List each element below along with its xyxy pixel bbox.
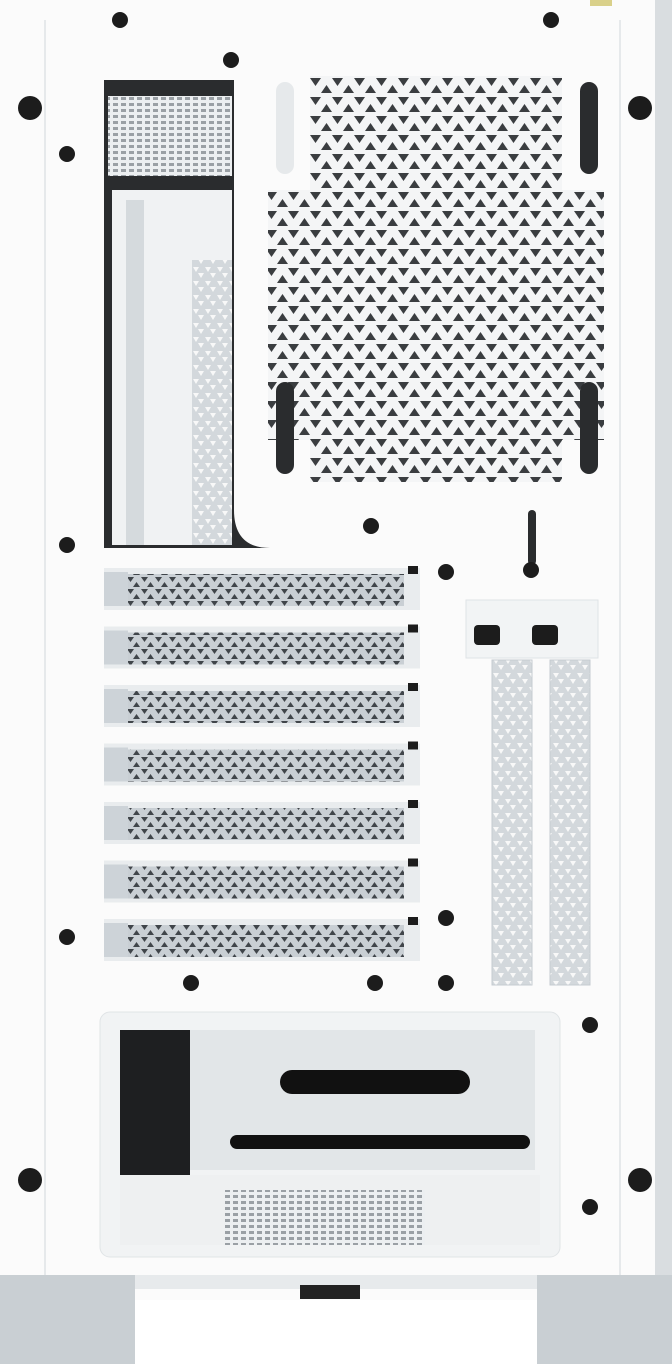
screw-icon: [18, 1168, 42, 1192]
io-opening: [104, 80, 270, 548]
pci-slot-cover: [104, 566, 420, 610]
screw-icon: [59, 929, 75, 945]
expansion-slots: [104, 566, 420, 961]
foot-right: [537, 1275, 672, 1364]
screw-icon: [582, 1199, 598, 1215]
psu-bay: [99, 1011, 561, 1258]
screw-icon: [363, 518, 379, 534]
screw-icon: [18, 96, 42, 120]
screw-icon: [543, 12, 559, 28]
screw-icon: [628, 1168, 652, 1192]
pci-slot-cover: [104, 741, 420, 786]
screw-icon: [523, 562, 539, 578]
screw-icon: [474, 625, 500, 645]
screw-icon: [438, 564, 454, 580]
pci-slot-cover: [104, 917, 420, 961]
vertical-gpu-slots: [465, 510, 599, 986]
pci-slot-cover: [104, 624, 420, 669]
top-accent-strip: [590, 0, 612, 6]
screw-icon: [582, 1017, 598, 1033]
screws: [18, 12, 652, 1215]
screw-icon: [367, 975, 383, 991]
rear-fan-grille: [268, 76, 604, 482]
screw-icon: [59, 146, 75, 162]
screw-icon: [438, 910, 454, 926]
side-edge: [655, 0, 672, 1300]
screw-icon: [223, 52, 239, 68]
screw-icon: [438, 975, 454, 991]
screw-icon: [628, 96, 652, 120]
pci-slot-cover: [104, 800, 420, 844]
screw-icon: [59, 537, 75, 553]
pci-slot-cover: [104, 683, 420, 727]
screw-icon: [112, 12, 128, 28]
screw-icon: [532, 625, 558, 645]
foot-left: [0, 1275, 135, 1364]
screw-icon: [183, 975, 199, 991]
pci-slot-cover: [104, 858, 420, 903]
